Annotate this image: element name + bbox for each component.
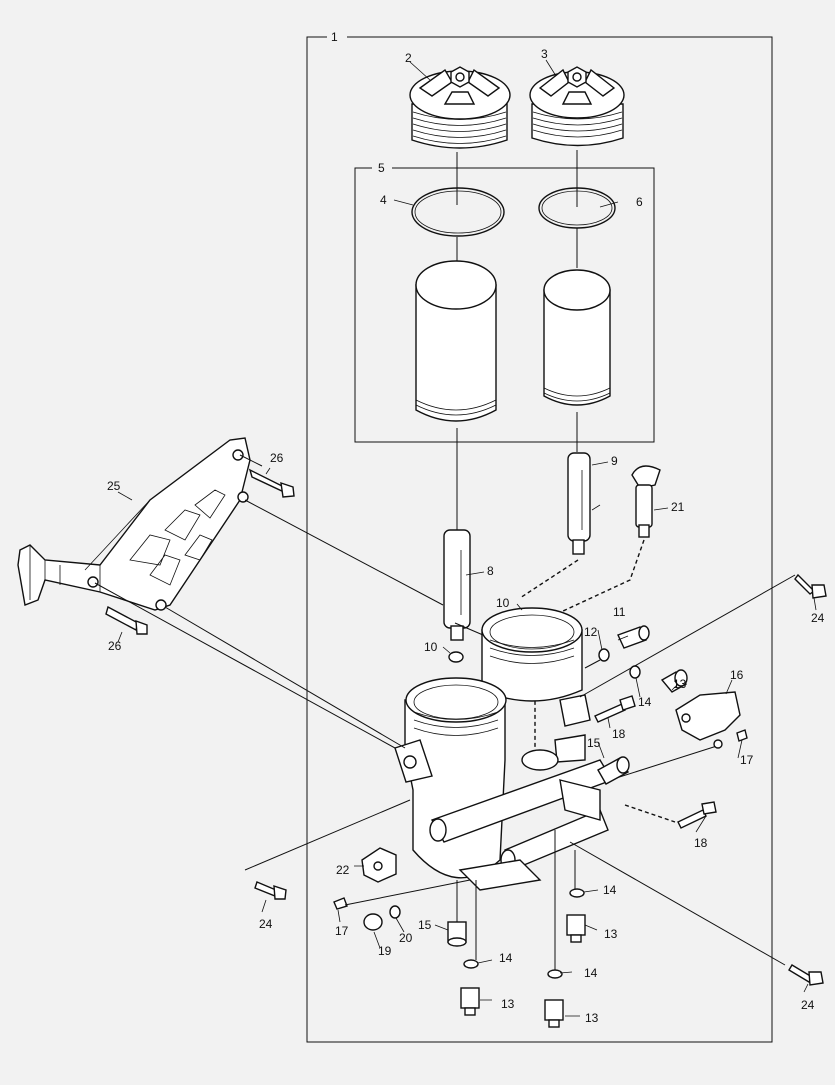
bolt-18-upper [594, 695, 636, 723]
callout-6: 6 [636, 195, 643, 209]
callout-1: 1 [331, 30, 338, 44]
washer-14-low-right [547, 969, 563, 979]
callout-2: 2 [405, 51, 412, 65]
callout-11: 11 [613, 605, 626, 619]
callout-19: 19 [378, 944, 392, 958]
washer-12 [598, 648, 610, 662]
bolt-24-bottom-left [254, 881, 287, 900]
callout-20: 20 [399, 931, 413, 945]
callout-18-lower: 18 [694, 836, 708, 850]
standpipe-short [567, 452, 591, 555]
drain-valve [631, 465, 661, 538]
callout-24-bottom-right: 24 [801, 998, 815, 1012]
bolt-26-lower [105, 605, 148, 635]
callout-22: 22 [336, 863, 350, 877]
callout-3: 3 [541, 47, 548, 61]
callout-5: 5 [378, 161, 385, 175]
callout-17-left: 17 [335, 924, 349, 938]
filter-cap-right [529, 66, 625, 147]
callout-25: 25 [107, 479, 121, 493]
bolt-26-upper [248, 468, 295, 498]
pressure-sensor [675, 691, 741, 749]
filter-element-right [543, 269, 611, 406]
callout-8: 8 [487, 564, 494, 578]
callout-13-upper: 13 [673, 677, 687, 691]
callout-17-right: 17 [740, 753, 754, 767]
cover-22 [361, 847, 397, 883]
washer-14-mid [569, 888, 585, 898]
callout-21: 21 [671, 500, 685, 514]
callout-14-low-left: 14 [499, 951, 513, 965]
cap-19 [363, 913, 383, 931]
callout-26-lower: 26 [108, 639, 122, 653]
standpipe-long [443, 529, 471, 641]
plug-13-low-left [460, 987, 480, 1016]
callout-24-bottom-left: 24 [259, 917, 273, 931]
callout-9: 9 [611, 454, 618, 468]
assembly-frame [306, 36, 773, 1043]
callout-16: 16 [730, 668, 744, 682]
callout-10-lower: 10 [424, 640, 438, 654]
washer-14-low-left [463, 959, 479, 969]
callout-14-mid: 14 [603, 883, 617, 897]
washer-20 [389, 905, 401, 919]
callout-13-low-right: 13 [585, 1011, 599, 1025]
callout-4: 4 [380, 193, 387, 207]
callout-24-top-right: 24 [811, 611, 825, 625]
filter-cap-left [409, 66, 511, 149]
bolt-24-bottom-right [788, 964, 824, 986]
bolt-18-lower [677, 801, 717, 829]
plug-13-upper [660, 669, 688, 693]
callout-15-lower: 15 [418, 918, 432, 932]
callout-14-upper: 14 [638, 695, 652, 709]
plug-13-mid [566, 914, 586, 943]
callout-26-upper: 26 [270, 451, 284, 465]
mounting-bracket [17, 437, 251, 611]
callout-13-mid: 13 [604, 927, 618, 941]
bolt-24-top-right [794, 573, 827, 599]
callout-14-low-right: 14 [584, 966, 598, 980]
callout-13-low-left: 13 [501, 997, 515, 1011]
screw-17-right [736, 729, 748, 742]
fitting-15-lower [447, 921, 467, 947]
screw-17-left [333, 897, 348, 910]
callout-12: 12 [584, 625, 598, 639]
washer-lower [448, 651, 464, 663]
callout-10-upper: 10 [496, 596, 510, 610]
plug-13-low-right [544, 999, 564, 1028]
callout-15-right: 15 [587, 736, 601, 750]
o-ring-large [411, 187, 505, 237]
filter-element-left [415, 260, 497, 422]
filter-housing [394, 607, 614, 891]
washer-14-upper [629, 665, 641, 679]
callout-18-upper: 18 [612, 727, 626, 741]
fitting-11 [617, 625, 650, 649]
o-ring-small [538, 187, 616, 229]
filter-kit-box [354, 167, 655, 443]
fitting-15-right [597, 756, 630, 785]
